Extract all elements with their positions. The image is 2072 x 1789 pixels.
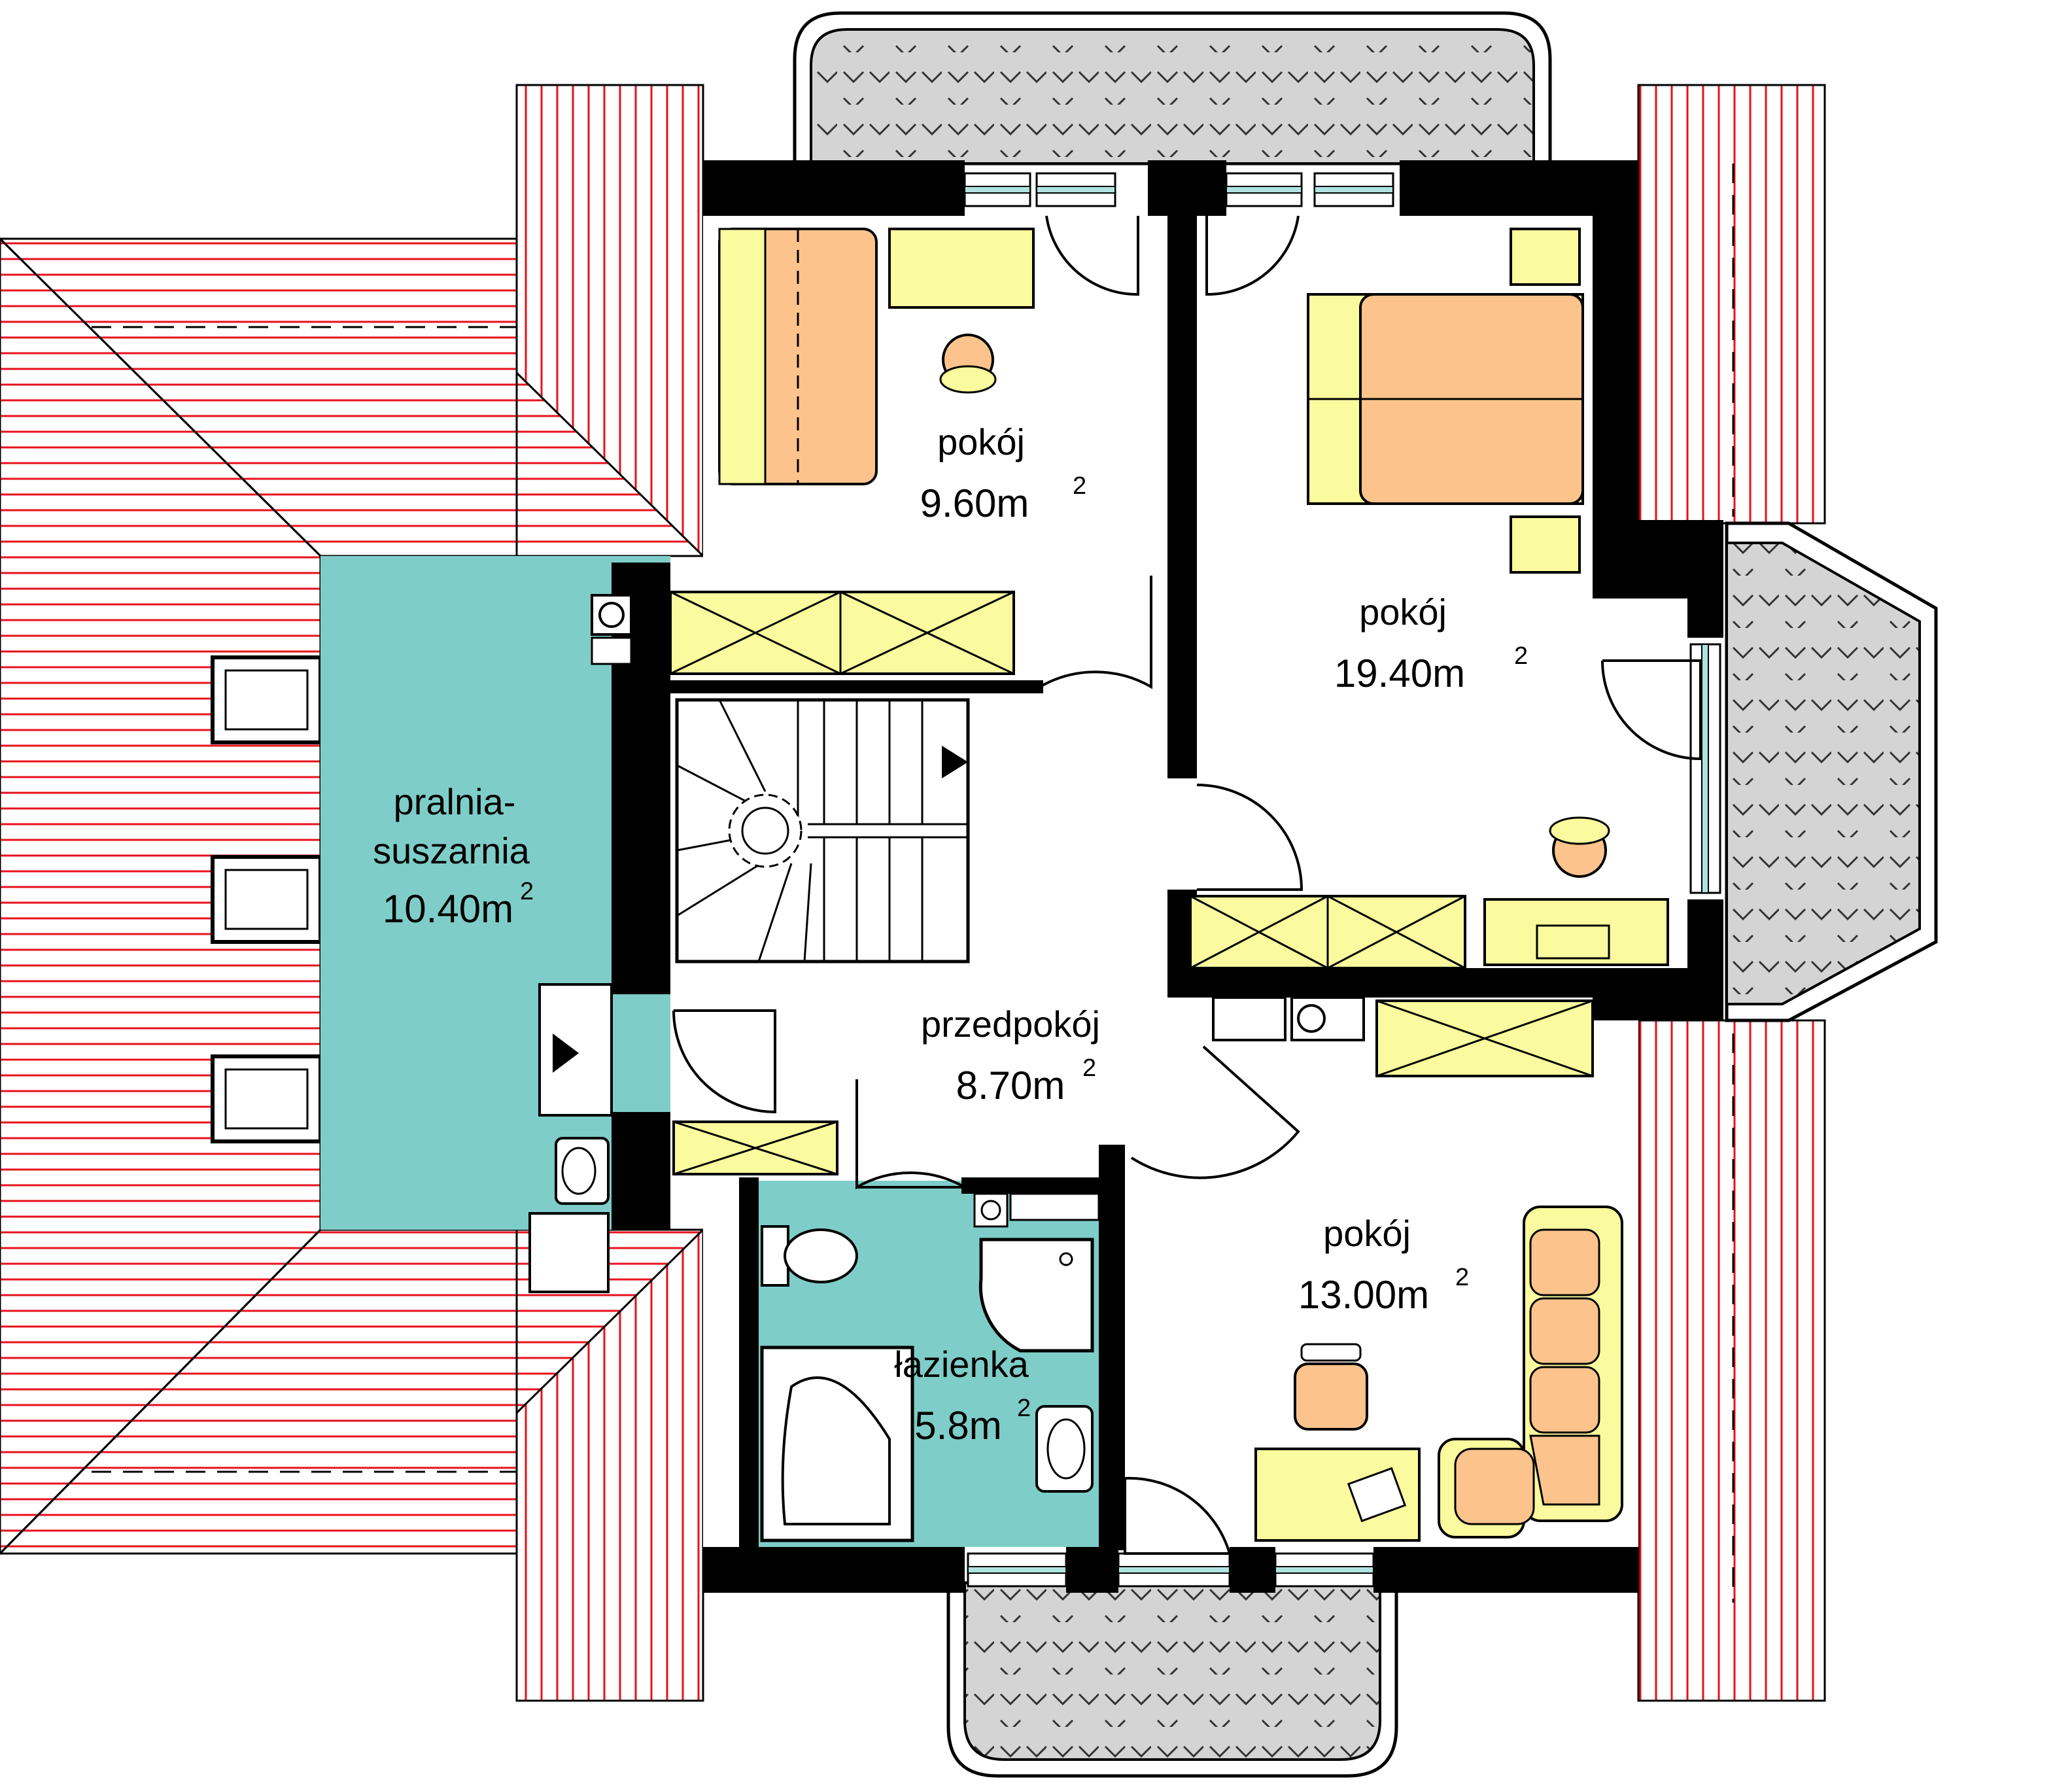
sink-icon [1035, 1405, 1094, 1493]
balcony-right [1725, 521, 1938, 1022]
area-unit-sup: 2 [1514, 642, 1528, 670]
room-area: 8.70m [956, 1064, 1065, 1107]
bed [718, 228, 878, 485]
stove-icon [1212, 996, 1365, 1041]
dryer [528, 1212, 610, 1293]
shower-icon [978, 1238, 1094, 1353]
toilet-icon [761, 1225, 858, 1287]
desk [888, 228, 1035, 309]
roof-dormer-bottom-right [1637, 1019, 1826, 1702]
balcony-bottom [946, 1581, 1398, 1778]
room-area: 5.8m [914, 1404, 1001, 1448]
bathtub-icon [760, 1346, 914, 1542]
desk [1483, 898, 1669, 966]
room-name: pralnia- [394, 781, 516, 822]
desk [1254, 1448, 1421, 1542]
roof-dormer-bottom-left [515, 1228, 706, 1702]
office-chair [1294, 1343, 1368, 1431]
room-area: 10.40m [383, 887, 513, 931]
room-label-pokoj-3: pokój 13.00m 2 [1298, 1213, 1469, 1317]
room-name: pokój [1323, 1213, 1411, 1254]
area-unit-sup: 2 [1073, 472, 1086, 500]
skylight [211, 655, 322, 744]
room-name-line2: suszarnia [373, 830, 530, 871]
wardrobe [669, 591, 1015, 675]
bathroom-cabinet [973, 1192, 1100, 1228]
window [1274, 1552, 1375, 1588]
balcony-top [793, 11, 1552, 165]
roof-left [0, 170, 700, 1597]
area-unit-sup: 2 [1455, 1264, 1469, 1291]
wardrobe [1189, 895, 1466, 969]
room-label-lazienka: łazienka 5.8m 2 [894, 1344, 1031, 1448]
room-area: 19.40m [1334, 651, 1465, 695]
room-name: łazienka [894, 1344, 1029, 1385]
staircase [675, 698, 970, 964]
window [1689, 643, 1721, 894]
room-label-przedpokoj: przedpokój 8.70m 2 [921, 1003, 1100, 1107]
roof-dormer-top-right [1637, 84, 1826, 525]
area-unit-sup: 2 [1082, 1054, 1096, 1082]
roof-dormer-top-left [515, 84, 706, 557]
chair [939, 334, 997, 394]
boiler [538, 983, 613, 1117]
window [1117, 1552, 1231, 1588]
room-label-pokoj-2: pokój 19.40m 2 [1334, 591, 1528, 695]
nightstand [1510, 228, 1581, 286]
room-label-pralnia: pralnia- suszarnia 10.40m 2 [373, 781, 534, 931]
window [963, 172, 1116, 207]
room-name: pokój [1359, 591, 1447, 633]
skylight [211, 855, 322, 944]
room-area: 9.60m [920, 481, 1029, 525]
walls [612, 160, 1723, 1593]
sofa [1438, 1206, 1623, 1538]
room-name: przedpokój [921, 1003, 1100, 1045]
double-bed [1307, 293, 1584, 505]
door [672, 215, 1702, 1555]
room-label-pokoj-1: pokój 9.60m 2 [920, 421, 1087, 525]
area-unit-sup: 2 [520, 878, 534, 905]
window [967, 1552, 1067, 1588]
washing-machine-icon [591, 594, 632, 665]
wardrobe [672, 1120, 838, 1175]
skylight [211, 1054, 322, 1143]
room-area: 13.00m [1298, 1273, 1429, 1317]
chair [1549, 816, 1610, 878]
sink-icon [555, 1137, 610, 1205]
nightstand [1510, 515, 1581, 574]
window [1225, 172, 1394, 207]
area-unit-sup: 2 [1017, 1395, 1031, 1422]
room-name: pokój [937, 421, 1025, 462]
wardrobe [1375, 999, 1594, 1077]
